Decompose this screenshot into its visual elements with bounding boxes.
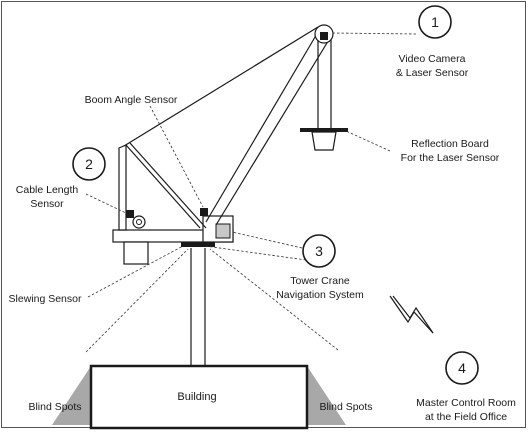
video-camera-sensor: [320, 32, 328, 40]
marker-1-number: 1: [431, 14, 439, 30]
marker-1: 1: [418, 5, 452, 39]
marker-2-number: 2: [85, 156, 93, 172]
building-shape: [89, 364, 309, 430]
blind-spots-left-label: Blind Spots: [28, 401, 81, 413]
leader-lines: [85, 32, 417, 353]
navigation-system-label-line1: Tower Crane: [290, 275, 350, 287]
hoist-line: [317, 40, 332, 128]
blind-spot-left-shape: [52, 366, 91, 425]
reflection-board-label-line2: For the Laser Sensor: [401, 152, 500, 164]
navigation-system-box: [215, 223, 231, 239]
cable-drum-hub: [136, 219, 142, 225]
blind-spots-right-label: Blind Spots: [319, 401, 372, 413]
pendant-cable: [123, 26, 319, 147]
navigation-system-label-line2: Navigation System: [276, 289, 364, 301]
control-room-label-line1: Master Control Room: [416, 397, 516, 409]
cable-length-sensor-label-line2: Sensor: [30, 198, 64, 210]
marker-4-number: 4: [458, 360, 466, 376]
crane-boom: [205, 31, 331, 226]
marker-4: 4: [445, 351, 479, 385]
video-camera-label-line2: & Laser Sensor: [396, 67, 469, 79]
hook-block: [311, 131, 337, 151]
marker-3: 3: [302, 234, 336, 268]
video-camera-label-line1: Video Camera: [399, 53, 466, 65]
boom-angle-sensor: [200, 208, 208, 216]
control-room-label-line2: at the Field Office: [425, 411, 507, 423]
wireless-link-icon-inner: [392, 295, 434, 334]
reflection-board-label-line1: Reflection Board: [411, 138, 489, 150]
marker-2: 2: [72, 147, 106, 181]
counterweight: [123, 241, 149, 265]
reflection-board: [300, 128, 348, 132]
boom-angle-sensor-label: Boom Angle Sensor: [85, 94, 178, 106]
cable-length-sensor: [126, 210, 134, 218]
blind-spot-right-shape: [307, 366, 346, 425]
slewing-sensor: [181, 241, 215, 247]
slewing-sensor-label: Slewing Sensor: [9, 293, 82, 305]
marker-3-number: 3: [315, 243, 323, 259]
building-label: Building: [177, 391, 216, 403]
cable-length-sensor-label-line1: Cable Length: [16, 184, 79, 196]
a-frame: [118, 142, 207, 231]
tower-mast: [190, 248, 206, 366]
